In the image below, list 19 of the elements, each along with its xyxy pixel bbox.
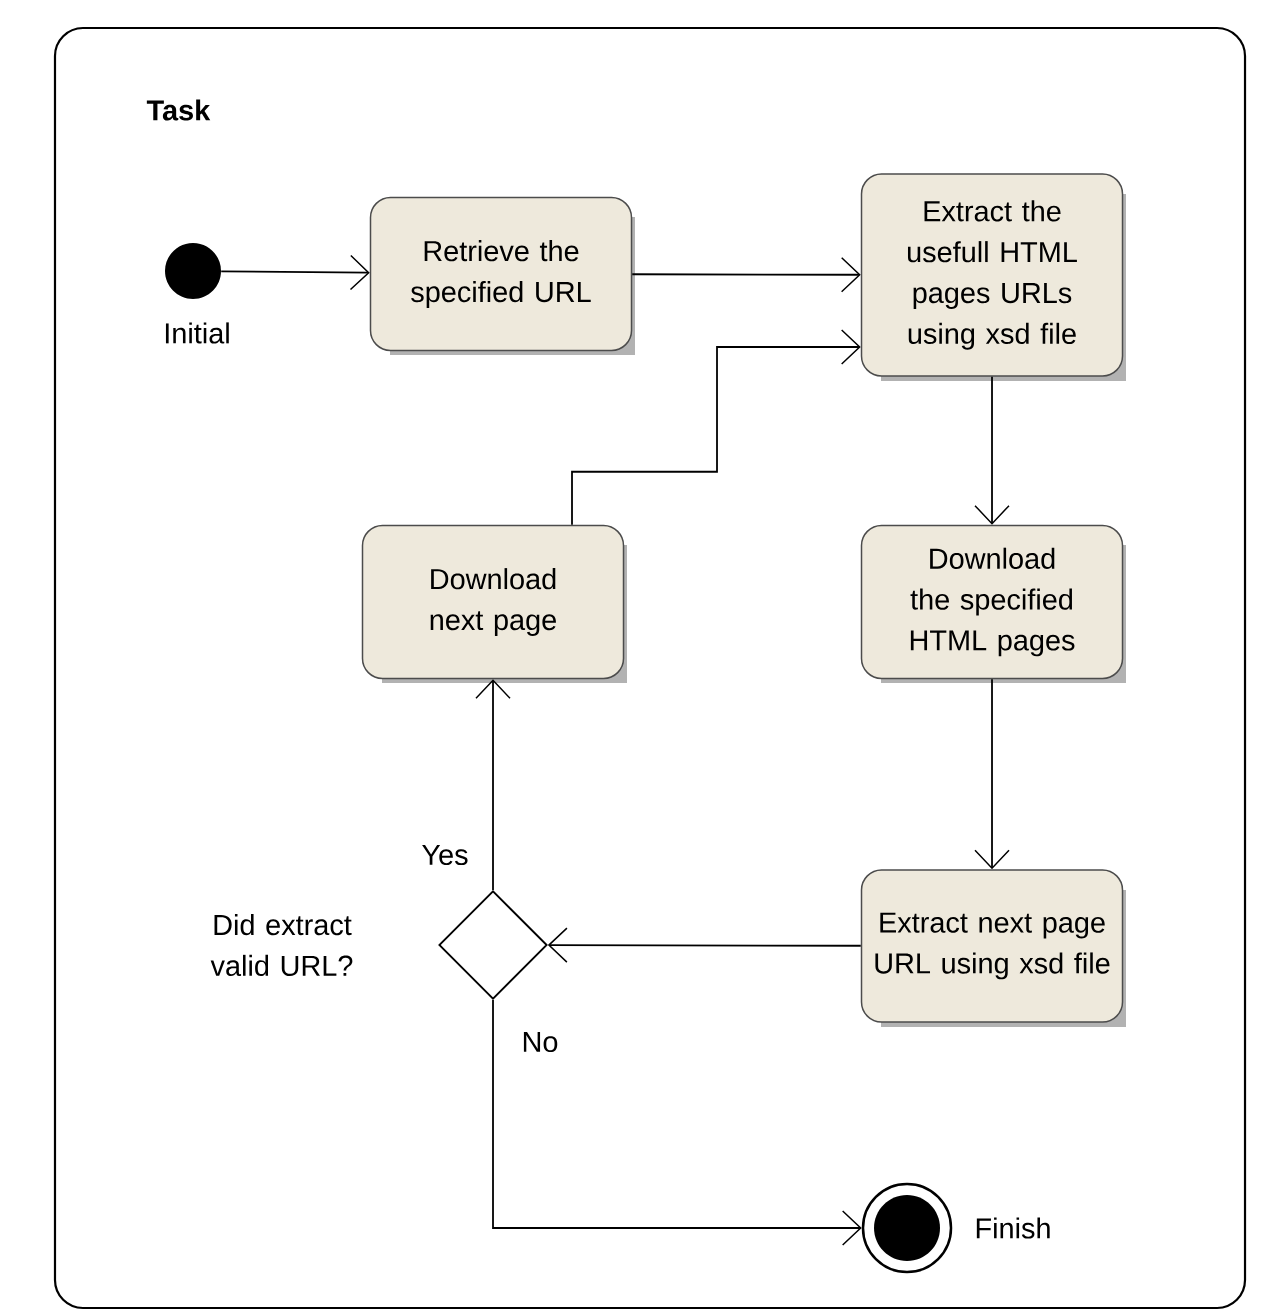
arrow bbox=[547, 927, 862, 963]
arrow bbox=[631, 256, 861, 293]
arrow bbox=[974, 678, 1010, 870]
activity-box: Download next page bbox=[361, 524, 627, 683]
activity-box: Extract the usefull HTML pages URLs using xsd file bbox=[860, 173, 1126, 381]
node-caption: Did extract valid URL? bbox=[210, 913, 353, 977]
node-caption: Finish bbox=[976, 1217, 1050, 1239]
arrow bbox=[475, 679, 511, 891]
edge-label: Yes bbox=[422, 844, 468, 866]
arrow bbox=[492, 999, 862, 1246]
activity-box: Retrieve the specified URL bbox=[369, 196, 635, 355]
arrow bbox=[220, 254, 370, 291]
arrow bbox=[571, 329, 861, 526]
node-caption: Initial bbox=[165, 322, 229, 344]
edge-label: No bbox=[523, 1031, 558, 1053]
activity-box: Extract next page URL using xsd file bbox=[860, 869, 1126, 1027]
activity-box: Download the specified HTML pages bbox=[860, 524, 1126, 683]
arrow bbox=[974, 375, 1010, 525]
frame-title: Task bbox=[146, 99, 211, 121]
